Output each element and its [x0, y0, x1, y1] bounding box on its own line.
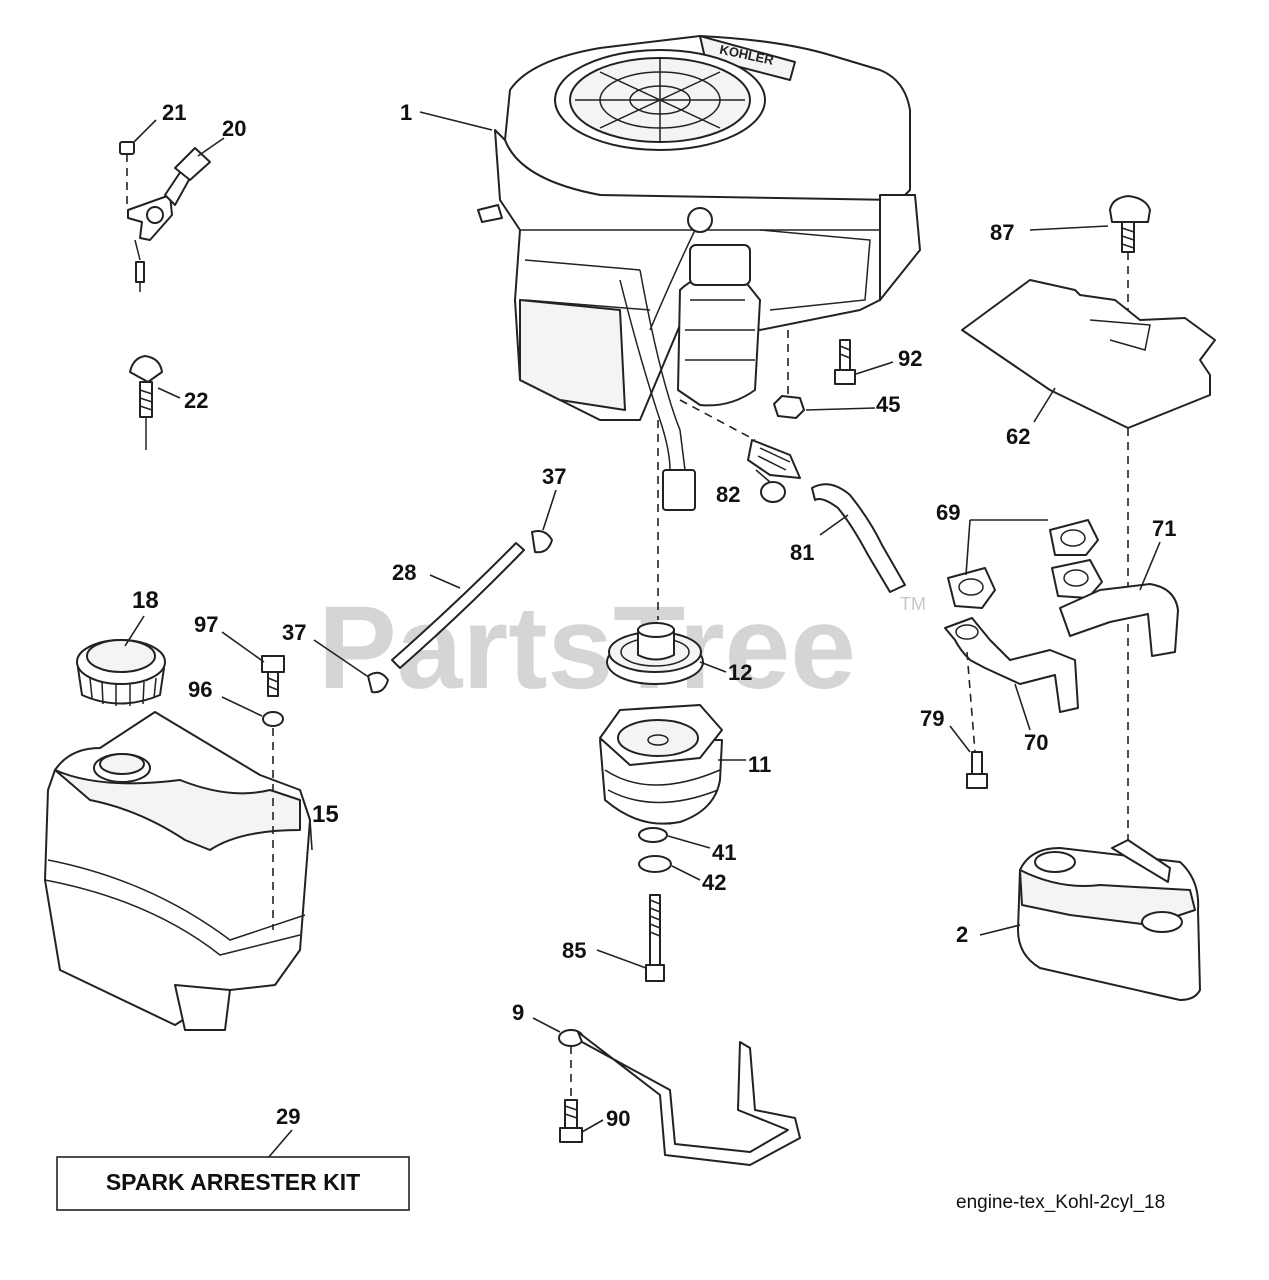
gasket-69-top-part[interactable]: [1049, 519, 1099, 556]
washer-96-part[interactable]: [262, 711, 284, 727]
pto-clutch-part[interactable]: [599, 704, 723, 825]
washer-41-part[interactable]: [638, 827, 668, 843]
bolt-85-part[interactable]: [645, 894, 665, 982]
callout-85[interactable]: 85: [562, 938, 586, 963]
callout-11[interactable]: 11: [748, 752, 771, 777]
callout-71[interactable]: 71: [1152, 516, 1176, 541]
callout-81[interactable]: 81: [790, 540, 814, 565]
callout-97[interactable]: 97: [194, 612, 218, 637]
callout-96[interactable]: 96: [188, 677, 212, 702]
callout-1[interactable]: 1: [400, 100, 412, 125]
spark-arrester-kit-box[interactable]: SPARK ARRESTER KIT: [56, 1156, 410, 1211]
fuel-hose-part[interactable]: [811, 483, 906, 593]
callout-92[interactable]: 92: [898, 346, 922, 371]
muffler-part[interactable]: [1017, 839, 1201, 1001]
fuel-tank-part[interactable]: [44, 711, 311, 1031]
fuel-cap-part[interactable]: [76, 639, 166, 706]
callout-28[interactable]: 28: [392, 560, 416, 585]
washer-42-part[interactable]: [638, 855, 672, 873]
callout-69[interactable]: 69: [936, 500, 960, 525]
gasket-69-right-part[interactable]: [1051, 559, 1103, 599]
knob-22-part[interactable]: [129, 355, 163, 450]
callout-62[interactable]: 62: [1006, 424, 1030, 449]
callout-21[interactable]: 21: [162, 100, 186, 125]
fuel-line-part[interactable]: [391, 542, 525, 669]
pulley-part[interactable]: [606, 622, 704, 685]
callout-42[interactable]: 42: [702, 870, 726, 895]
callout-45[interactable]: 45: [876, 392, 900, 417]
leader-lines: [124, 111, 1161, 1159]
bolt-79-part[interactable]: [966, 751, 988, 789]
callout-22[interactable]: 22: [184, 388, 208, 413]
bolt-90-part[interactable]: [559, 1099, 583, 1143]
callout-37-upper[interactable]: 37: [542, 464, 566, 489]
callout-90[interactable]: 90: [606, 1106, 630, 1131]
callout-41[interactable]: 41: [712, 840, 736, 865]
callout-18[interactable]: 18: [132, 587, 159, 614]
callout-9[interactable]: 9: [512, 1000, 524, 1025]
callout-12[interactable]: 12: [728, 660, 752, 685]
callout-2[interactable]: 2: [956, 922, 968, 947]
bolt-92-part[interactable]: [834, 339, 856, 385]
clamp-37-lower-part[interactable]: [367, 671, 389, 694]
callout-79[interactable]: 79: [920, 706, 944, 731]
callout-15[interactable]: 15: [312, 801, 339, 828]
nut-45-part[interactable]: [773, 395, 805, 419]
exhaust-pipe-70-part[interactable]: [944, 617, 1079, 713]
engine-part[interactable]: KOHLER: [477, 35, 921, 511]
bracket-9-part[interactable]: [558, 1029, 801, 1166]
watermark: PartsTree: [318, 582, 856, 714]
callout-82[interactable]: 82: [716, 482, 740, 507]
clamp-37-upper-part[interactable]: [531, 530, 553, 554]
callout-labels: 1 2 9 11 12 15 18 20 21 22 28 29 37 37 4…: [132, 100, 1176, 1131]
callout-29[interactable]: 29: [276, 1104, 300, 1129]
fuel-filter-part[interactable]: [679, 399, 801, 503]
exhaust-pipe-71-part[interactable]: [1059, 583, 1179, 657]
knob-20-part[interactable]: [174, 147, 211, 181]
watermark-trademark: TM: [900, 594, 926, 614]
bolt-97-part[interactable]: [261, 655, 285, 697]
callout-20[interactable]: 20: [222, 116, 246, 141]
diagram-reference: engine-tex_Kohl-2cyl_18: [956, 1192, 1165, 1213]
callout-70[interactable]: 70: [1024, 730, 1048, 755]
callout-87[interactable]: 87: [990, 220, 1014, 245]
bolt-21-part[interactable]: [119, 141, 135, 210]
spark-arrester-kit-label: SPARK ARRESTER KIT: [106, 1169, 360, 1195]
gasket-69-left-part[interactable]: [947, 567, 996, 609]
knob-87-part[interactable]: [1109, 195, 1151, 253]
callout-37-lower[interactable]: 37: [282, 620, 306, 645]
heat-shield-part[interactable]: [961, 279, 1216, 429]
